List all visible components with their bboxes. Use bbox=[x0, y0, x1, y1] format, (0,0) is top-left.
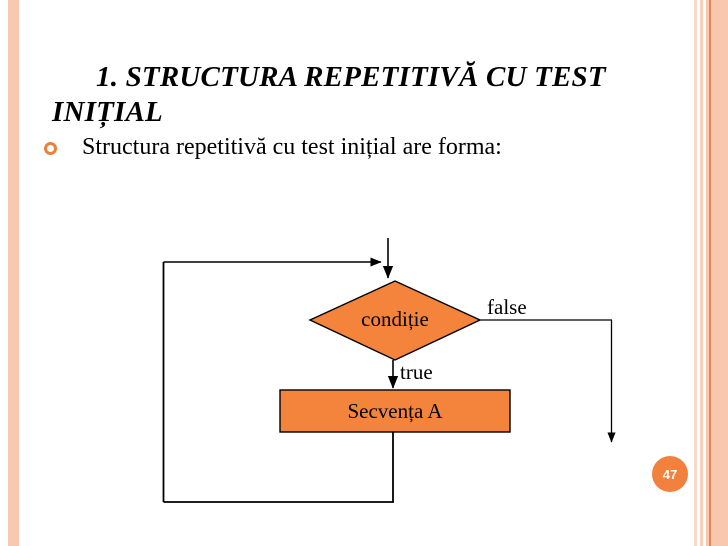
slide-page-number-badge: 47 bbox=[652, 456, 688, 492]
bullet-list-item: Structura repetitivă cu test inițial are… bbox=[44, 134, 502, 161]
edge-label-false: false bbox=[487, 295, 527, 319]
process-node-rectangle bbox=[279, 389, 511, 433]
process-node-label: Secvența A bbox=[347, 399, 443, 423]
slide-title: 1. STRUCTURA REPETITIVĂ CU TEST INIȚIAL bbox=[52, 61, 606, 129]
decision-node-label: condiție bbox=[361, 307, 429, 331]
right-accent-stripe-4 bbox=[709, 0, 711, 546]
edge-label-true: true bbox=[400, 360, 433, 384]
left-accent-stripe bbox=[8, 0, 19, 546]
bullet-circle-icon bbox=[44, 142, 57, 155]
bullet-item-label: Structura repetitivă cu test inițial are… bbox=[82, 134, 502, 160]
right-accent-stripe-1 bbox=[694, 0, 697, 546]
right-accent-stripe-5 bbox=[712, 0, 728, 546]
right-accent-stripe-2 bbox=[700, 0, 703, 546]
decision-node-diamond bbox=[308, 280, 482, 361]
